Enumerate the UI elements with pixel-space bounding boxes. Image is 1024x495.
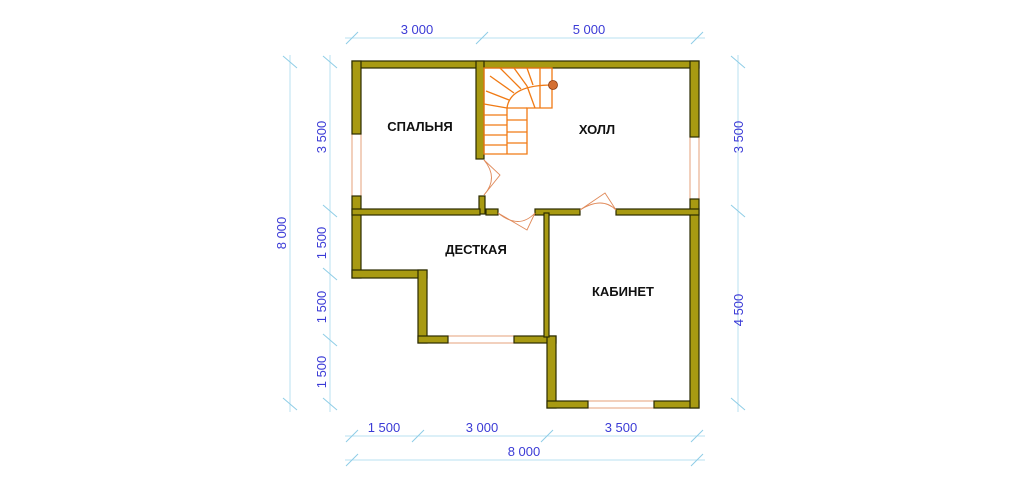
window-kids-bottom: [447, 335, 515, 344]
room-label-office: КАБИНЕТ: [592, 284, 654, 299]
dim-bottom-2: 3 000: [466, 420, 499, 435]
window-office-bottom: [587, 400, 655, 409]
wall-hall-office: [615, 208, 700, 216]
room-label-hall: ХОЛЛ: [579, 122, 615, 137]
dim-top-2: 5 000: [573, 22, 606, 37]
dim-top-1: 3 000: [401, 22, 434, 37]
stair-step: [489, 75, 515, 94]
wall-kids-office: [543, 212, 550, 338]
room-labels: СПАЛЬНЯ ХОЛЛ ДЕСТКАЯ КАБИНЕТ: [387, 119, 654, 299]
wall-corridor-left: [485, 208, 499, 216]
wall-bedroom-right: [475, 60, 485, 160]
stair-step: [499, 67, 522, 90]
wall-office-bottom-left: [546, 400, 589, 409]
room-label-bedroom: СПАЛЬНЯ: [387, 119, 452, 134]
wall-office-left: [546, 335, 557, 409]
stair-outline: [483, 67, 553, 155]
dim-right-1: 3 500: [731, 121, 746, 154]
stair-step: [485, 90, 510, 101]
door-kids-arc: [497, 212, 536, 222]
wall-corridor-mid: [534, 208, 581, 216]
walls: [351, 60, 700, 409]
doors: [483, 159, 617, 231]
dim-bottom-3: 3 500: [605, 420, 638, 435]
stair-step: [526, 85, 536, 109]
dim-left-total: 8 000: [274, 217, 289, 250]
wall-bedroom-kids: [351, 208, 481, 216]
wall-kids-step-vertical: [417, 269, 428, 344]
stair-step: [483, 103, 508, 109]
dim-bottom-1: 1 500: [368, 420, 401, 435]
dim-bottom-total: 8 000: [508, 444, 541, 459]
wall-right-upper: [689, 60, 700, 138]
door-office-arc: [579, 202, 617, 211]
dim-left-3: 1 500: [314, 291, 329, 324]
dim-right-2: 4 500: [731, 294, 746, 327]
dim-left-1: 3 500: [314, 121, 329, 154]
wall-left-upper: [351, 60, 362, 135]
window-hall-right: [689, 136, 700, 200]
room-label-kids: ДЕСТКАЯ: [445, 242, 507, 257]
wall-stub-corridor: [478, 195, 486, 215]
dimension-labels: 3 000 5 000 1 500 3 000 3 500 8 000 3 50…: [274, 22, 746, 459]
window-bedroom-left: [351, 133, 362, 197]
dim-left-4: 1 500: [314, 356, 329, 389]
door-office: [579, 192, 617, 211]
stair-step: [526, 67, 534, 86]
staircase: [483, 67, 558, 155]
door-bedroom: [483, 159, 501, 196]
wall-right-lower: [689, 198, 700, 409]
dimension-lines: [282, 31, 746, 467]
wall-top: [351, 60, 700, 69]
stair-newel-post: [548, 80, 558, 90]
wall-kids-bottom-left: [417, 335, 449, 344]
door-bedroom-arc: [483, 159, 492, 196]
wall-kids-step-horizontal: [351, 269, 428, 279]
wall-left-lower: [351, 195, 362, 279]
dim-left-2: 1 500: [314, 227, 329, 260]
stair-step: [513, 67, 528, 87]
